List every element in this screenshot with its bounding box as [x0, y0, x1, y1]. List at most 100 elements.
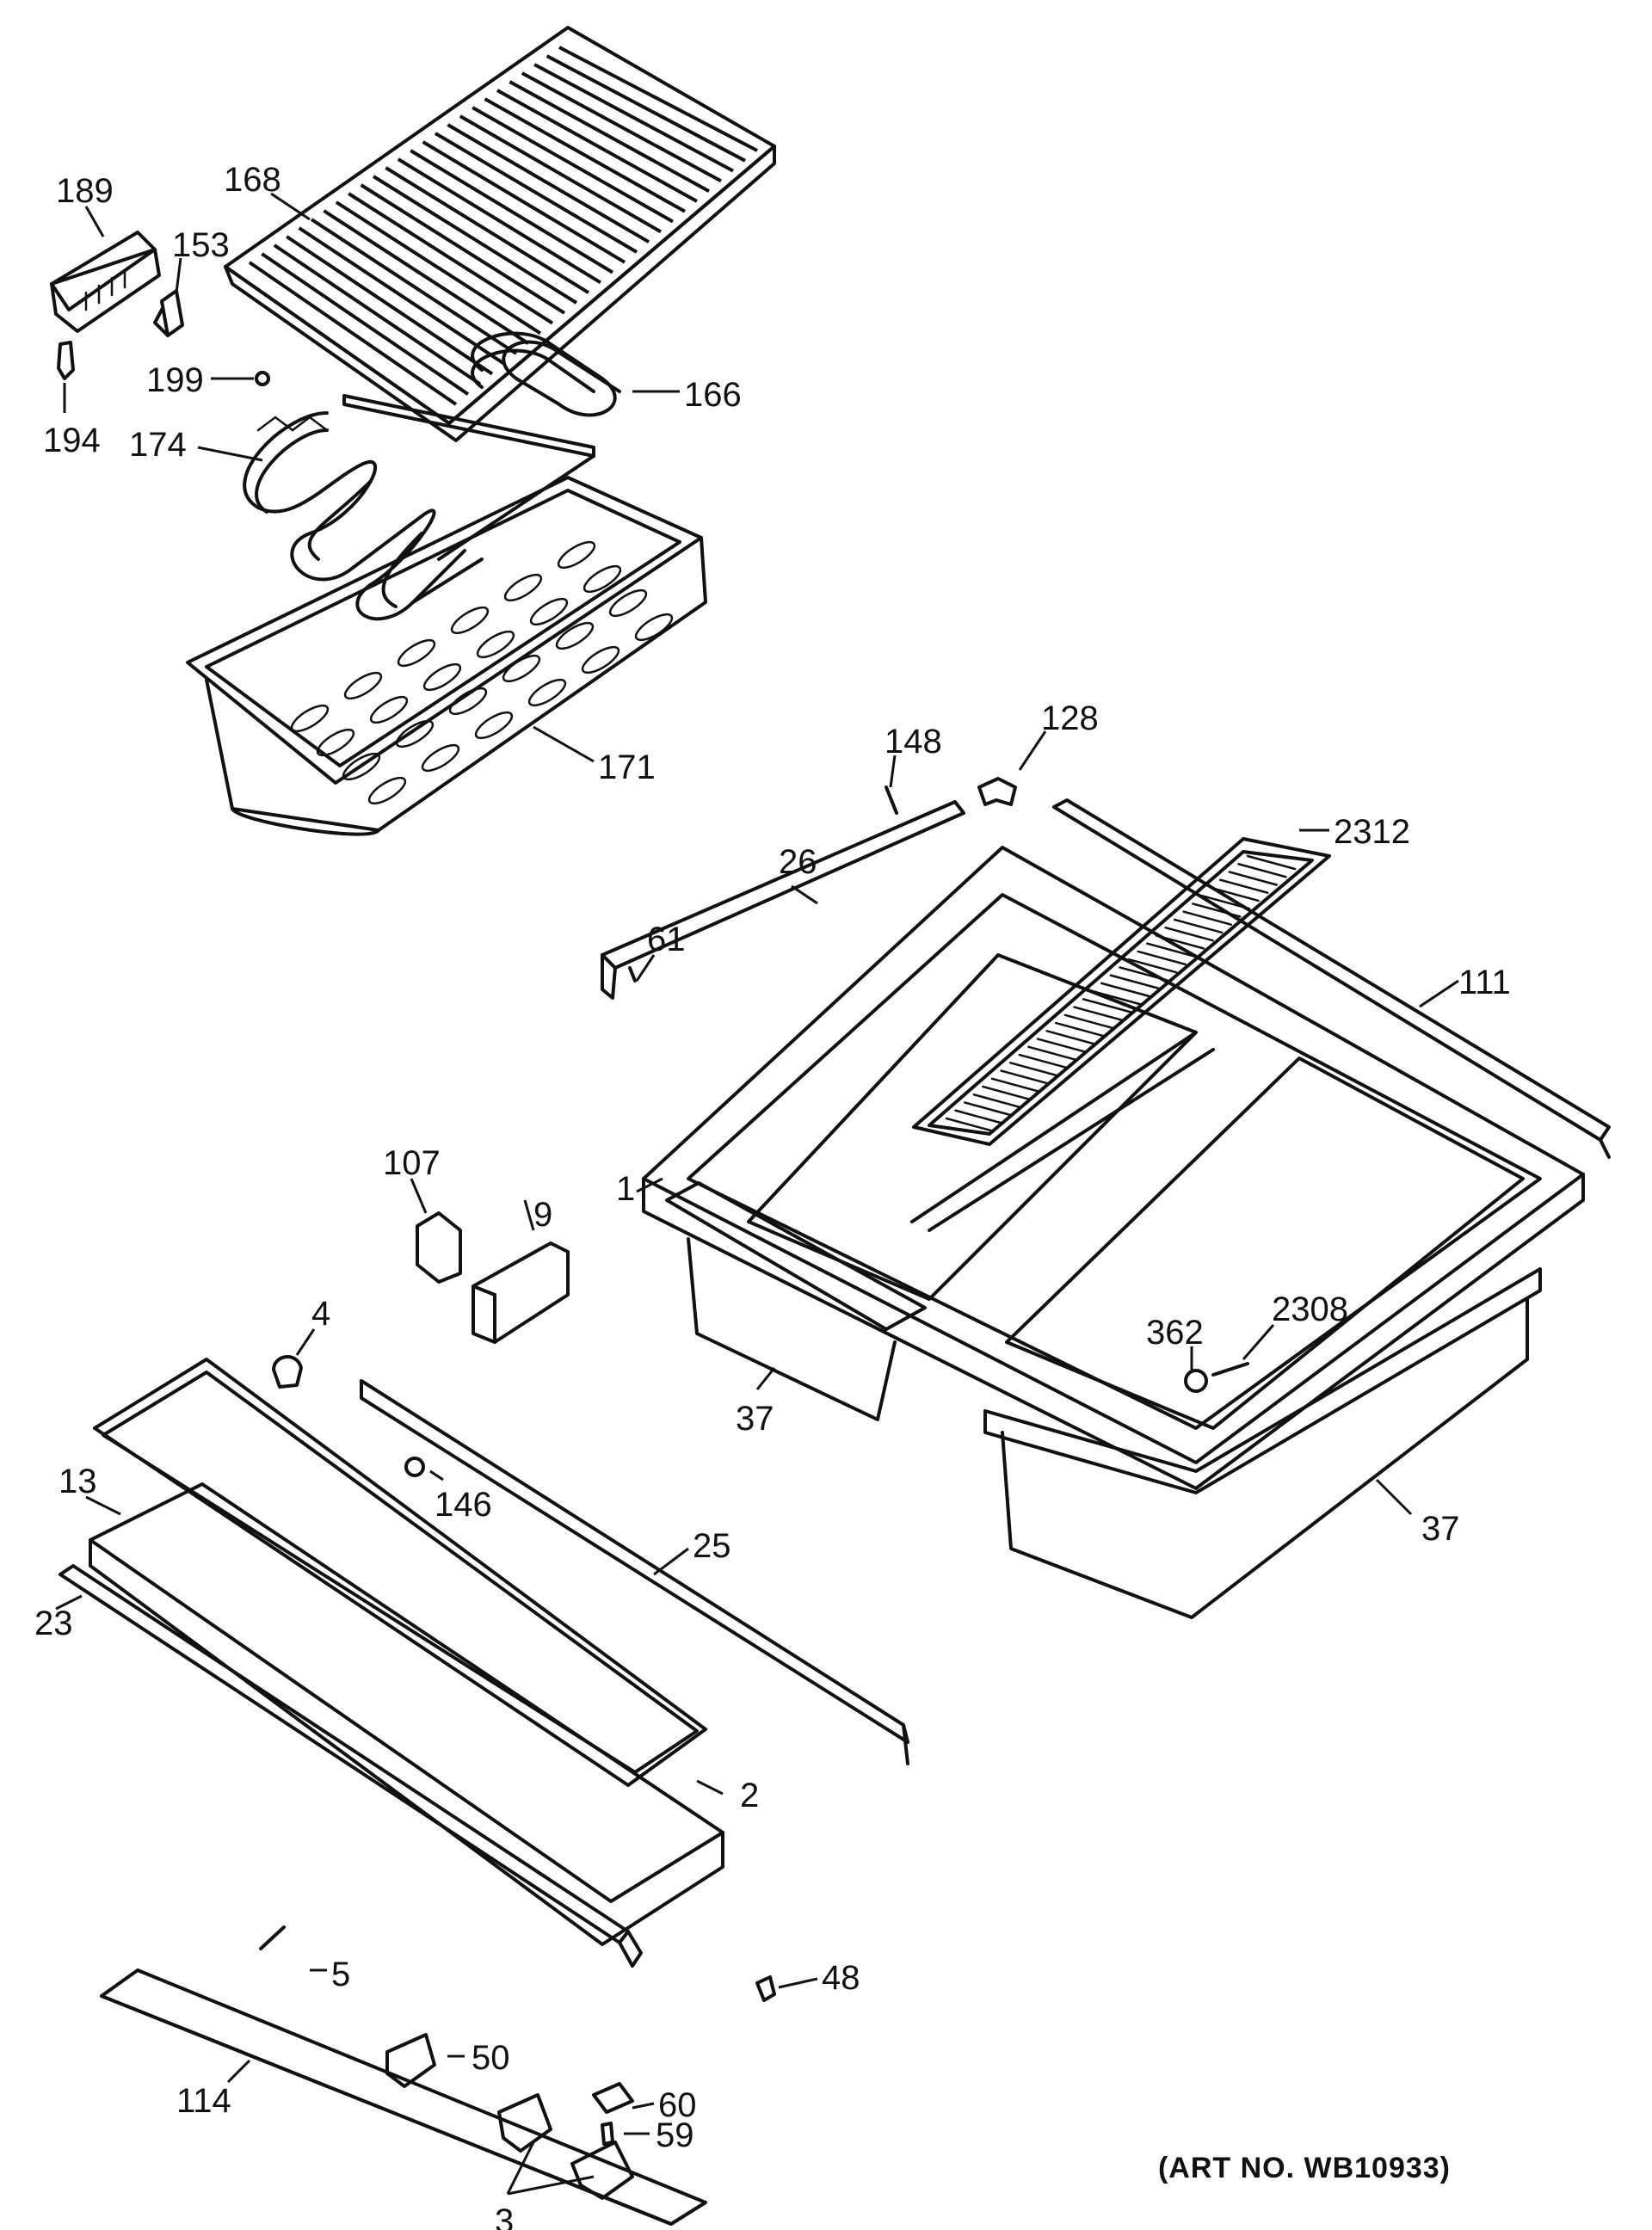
art-number-label: (ART NO. WB10933): [1157, 2152, 1451, 2184]
callout-61: 61: [647, 921, 686, 958]
pan-slot: [527, 678, 567, 707]
well-pan-left: [665, 1181, 927, 1421]
callout-1: 1: [616, 1170, 635, 1208]
callout-2308: 2308: [1272, 1291, 1348, 1328]
grate-bar: [434, 132, 638, 254]
callout-148: 148: [885, 723, 942, 761]
pan-slot: [581, 645, 620, 675]
grate-bar: [273, 243, 482, 386]
grille-slat: [1055, 1021, 1105, 1038]
callout-25: 25: [693, 1527, 731, 1565]
control-panel-assembly: [59, 1358, 909, 1968]
callout-174: 174: [129, 426, 187, 464]
grate-bar: [397, 157, 602, 285]
drip-pan-part: [186, 476, 707, 836]
callout-3: 3: [495, 2202, 514, 2230]
grate-bar: [546, 54, 746, 163]
grille-slat: [1082, 998, 1132, 1013]
cooktop-frame-part: [642, 846, 1585, 1490]
grate-bar: [248, 261, 458, 406]
grille-slat: [1045, 1030, 1095, 1045]
pan-slot: [397, 638, 436, 668]
grille-slat: [1036, 1038, 1087, 1053]
pan-slot: [529, 597, 569, 626]
grate-bar: [348, 192, 554, 325]
vent-grille-part: [912, 837, 1331, 1146]
grate-bar: [558, 46, 758, 152]
grate-bar: [447, 123, 650, 243]
callout-59: 59: [656, 2116, 694, 2154]
pan-slot: [608, 588, 648, 618]
grille-slat: [963, 1101, 1014, 1117]
grille-slat: [1100, 982, 1150, 998]
grille-slat: [1246, 854, 1297, 871]
pan-slot: [342, 752, 381, 781]
heating-element-part: [243, 331, 621, 621]
grille-slat: [1008, 1062, 1059, 1077]
callout-107: 107: [383, 1144, 441, 1182]
grate-bar: [335, 200, 542, 336]
callout-4: 4: [311, 1295, 330, 1333]
burner-parts: [1184, 1362, 1249, 1393]
grille-slat: [1182, 910, 1233, 926]
pan-slot: [448, 687, 488, 716]
grille-slat: [1218, 878, 1269, 894]
grille-slat: [1063, 1013, 1114, 1030]
grille-slat: [972, 1093, 1023, 1109]
callout-153: 153: [172, 226, 230, 264]
callout-48: 48: [822, 1959, 860, 1997]
callout-171: 171: [598, 748, 656, 786]
callout-2: 2: [740, 1777, 759, 1814]
grate-bar: [484, 97, 686, 213]
leader-lines: [55, 192, 1459, 2196]
pan-slot: [502, 654, 541, 683]
grate-bar: [360, 183, 566, 315]
base-panel-assembly: [100, 1925, 776, 2226]
callout-199: 199: [146, 361, 204, 399]
pan-slot: [557, 540, 596, 570]
callout-9: 9: [533, 1196, 552, 1234]
callout-26: 26: [779, 843, 817, 881]
grate-bar: [533, 63, 734, 173]
grate-bar: [298, 226, 506, 366]
callout-111: 111: [1458, 964, 1511, 1001]
grille-slat: [1018, 1053, 1069, 1069]
grille-slat: [1228, 871, 1279, 886]
grate-bar: [261, 252, 470, 396]
callout-2312: 2312: [1334, 813, 1410, 851]
knob-parts: [272, 1355, 425, 1477]
pan-slot: [474, 711, 514, 740]
grille-slat: [1237, 862, 1287, 878]
grille-slat: [1127, 958, 1178, 974]
callout-168: 168: [224, 161, 281, 199]
pan-slot: [421, 743, 460, 773]
callout-37-right: 37: [1421, 1510, 1460, 1548]
grate-bar: [323, 209, 530, 345]
grate-bar: [410, 149, 614, 274]
callout-23: 23: [34, 1605, 73, 1642]
grate-bar: [385, 166, 590, 294]
well-pan-right: [983, 1267, 1542, 1619]
switch-bracket-parts: [416, 1211, 570, 1344]
grate-bar: [509, 80, 710, 193]
callout-189: 189: [56, 172, 114, 210]
pan-slot: [395, 719, 435, 748]
grille-slat: [1164, 926, 1214, 942]
pan-slot: [450, 606, 490, 635]
pan-slot: [555, 621, 595, 650]
grill-grate-part: [224, 26, 776, 442]
pan-slot: [367, 776, 407, 805]
grille-slat: [1027, 1045, 1077, 1062]
pan-slot: [422, 662, 462, 692]
grille-slat: [1200, 894, 1251, 910]
grille-slat: [982, 1085, 1032, 1101]
grille-slat: [1192, 902, 1242, 918]
pan-slot: [290, 704, 330, 733]
grate-bar: [496, 89, 698, 203]
pan-slot: [476, 630, 515, 659]
callout-labels: 189 168 153 199 166 194 174 171 148 128 …: [34, 161, 1511, 2230]
callout-362: 362: [1146, 1314, 1204, 1352]
callout-194: 194: [43, 422, 101, 459]
pan-slot: [583, 564, 622, 594]
